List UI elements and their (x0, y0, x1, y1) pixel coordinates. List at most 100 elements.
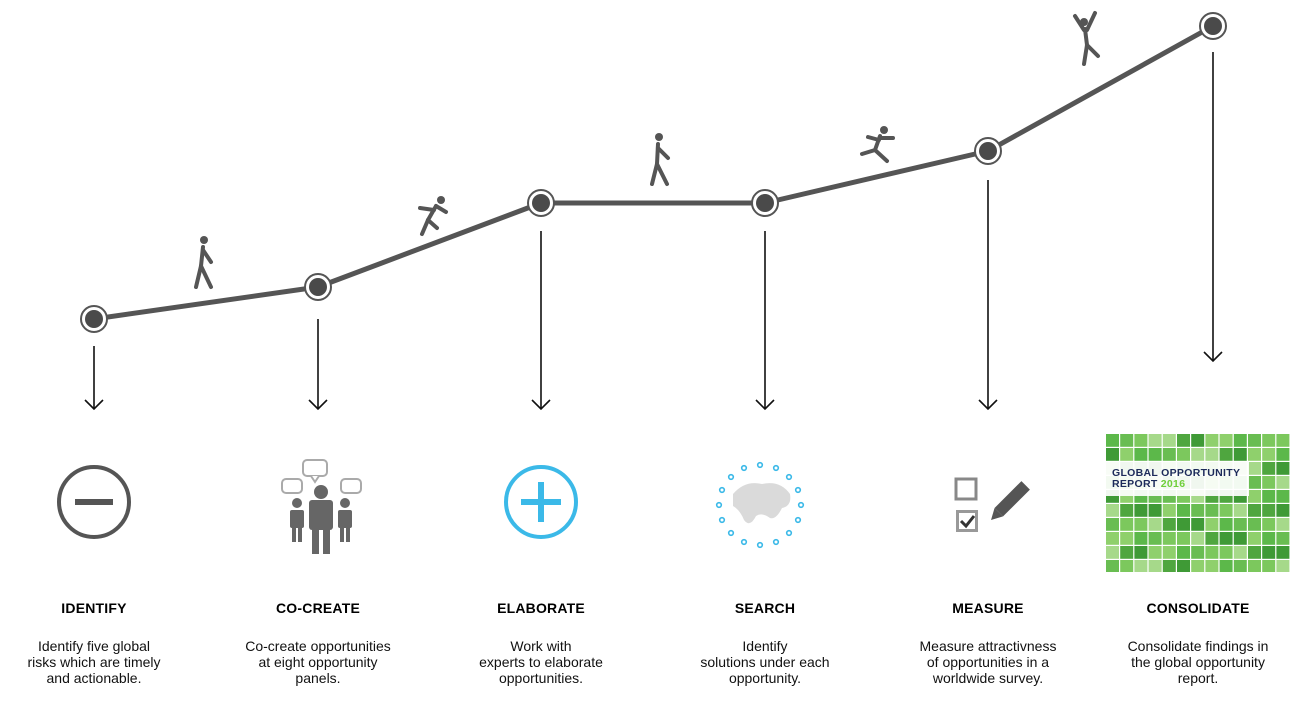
path-node-consolidate (1199, 12, 1227, 40)
report-tile (1120, 532, 1134, 545)
report-tile (1205, 518, 1219, 531)
report-tile (1262, 490, 1276, 503)
running-person-icon (860, 126, 895, 163)
step-elaborate: ELABORATE Work with experts to elaborate… (441, 600, 641, 686)
report-tile (1162, 518, 1176, 531)
step-description: Consolidate findings in the global oppor… (1127, 638, 1269, 686)
report-tile (1191, 434, 1205, 447)
report-tile (1262, 532, 1276, 545)
report-tile (1162, 448, 1176, 461)
report-tile (1248, 490, 1261, 503)
arrow-down-icon (84, 346, 104, 411)
report-tile (1276, 518, 1290, 531)
report-tile (1233, 546, 1247, 559)
report-tile (1233, 532, 1247, 545)
report-tile (1219, 546, 1233, 559)
report-tile (1262, 448, 1276, 461)
path-node-co-create (304, 273, 332, 301)
report-tile (1191, 448, 1205, 461)
people-group-icon (281, 459, 362, 554)
step-description: Measure attractivness of opportunities i… (919, 638, 1057, 686)
report-tile (1134, 518, 1148, 531)
report-tile (1276, 504, 1290, 517)
report-tile (1248, 462, 1261, 475)
report-tile (1106, 504, 1119, 517)
report-tile (1134, 532, 1148, 545)
jumping-person-icon (1073, 11, 1100, 66)
report-tile (1177, 560, 1190, 572)
report-tile (1205, 546, 1219, 559)
report-grid (1106, 434, 1290, 572)
report-tile (1191, 504, 1205, 517)
report-tile (1233, 504, 1247, 517)
report-tile (1219, 560, 1233, 572)
report-cover-icon: GLOBAL OPPORTUNITY REPORT 2016 (1106, 434, 1290, 572)
report-tile (1162, 504, 1176, 517)
plus-circle-icon (504, 465, 578, 539)
report-tile (1205, 560, 1219, 572)
report-tile (1219, 434, 1233, 447)
report-tile (1219, 532, 1233, 545)
report-tile (1262, 560, 1276, 572)
step-measure: MEASURE Measure attractivness of opportu… (888, 600, 1088, 686)
report-tile (1233, 560, 1247, 572)
path-node-elaborate (527, 189, 555, 217)
report-tile (1148, 518, 1162, 531)
report-tile (1262, 518, 1276, 531)
report-tile (1120, 518, 1134, 531)
report-tile (1233, 518, 1247, 531)
step-description: Identify solutions under each opportunit… (700, 638, 830, 686)
report-tile (1162, 560, 1176, 572)
report-tile (1177, 546, 1190, 559)
globe-icon (715, 461, 805, 549)
report-tile (1191, 532, 1205, 545)
report-tile (1148, 532, 1162, 545)
report-tile (1120, 504, 1134, 517)
progress-path (93, 23, 1215, 322)
report-tile (1120, 546, 1134, 559)
report-tile (1262, 546, 1276, 559)
report-tile (1148, 546, 1162, 559)
report-tile (1134, 448, 1148, 461)
step-description: Work with experts to elaborate opportuni… (479, 638, 603, 686)
report-tile (1191, 560, 1205, 572)
path-node-measure (974, 137, 1002, 165)
report-tile (1106, 532, 1119, 545)
report-title-line1: GLOBAL OPPORTUNITY (1112, 467, 1241, 479)
step-title: SEARCH (734, 600, 796, 616)
path-node-search (751, 189, 779, 217)
arrow-down-icon (755, 231, 775, 411)
report-year: 2016 (1160, 478, 1186, 490)
report-tile (1191, 546, 1205, 559)
report-tile (1205, 448, 1219, 461)
report-tile (1248, 518, 1261, 531)
report-tile (1148, 448, 1162, 461)
step-title: CONSOLIDATE (1146, 600, 1250, 616)
report-tile (1120, 448, 1134, 461)
report-tile (1177, 518, 1190, 531)
step-title: MEASURE (952, 600, 1024, 616)
arrow-down-icon (308, 319, 328, 411)
step-title: IDENTIFY (61, 600, 127, 616)
path-node-identify (80, 305, 108, 333)
report-tile (1276, 532, 1290, 545)
report-tile (1276, 434, 1290, 447)
step-title: CO-CREATE (276, 600, 360, 616)
report-tile (1134, 434, 1148, 447)
step-description: Identify five global risks which are tim… (27, 638, 161, 686)
report-tile (1233, 434, 1247, 447)
report-tile (1162, 532, 1176, 545)
step-identify: IDENTIFY Identify five global risks whic… (0, 600, 194, 686)
report-tile (1205, 532, 1219, 545)
report-title: GLOBAL OPPORTUNITY REPORT 2016 (1112, 468, 1240, 490)
report-tile (1162, 546, 1176, 559)
report-tile (1134, 560, 1148, 572)
report-tile (1205, 434, 1219, 447)
report-tile (1248, 532, 1261, 545)
report-tile (1262, 504, 1276, 517)
report-tile (1120, 560, 1134, 572)
report-title-line2: REPORT (1112, 478, 1158, 490)
report-tile (1219, 504, 1233, 517)
report-tile (1106, 546, 1119, 559)
